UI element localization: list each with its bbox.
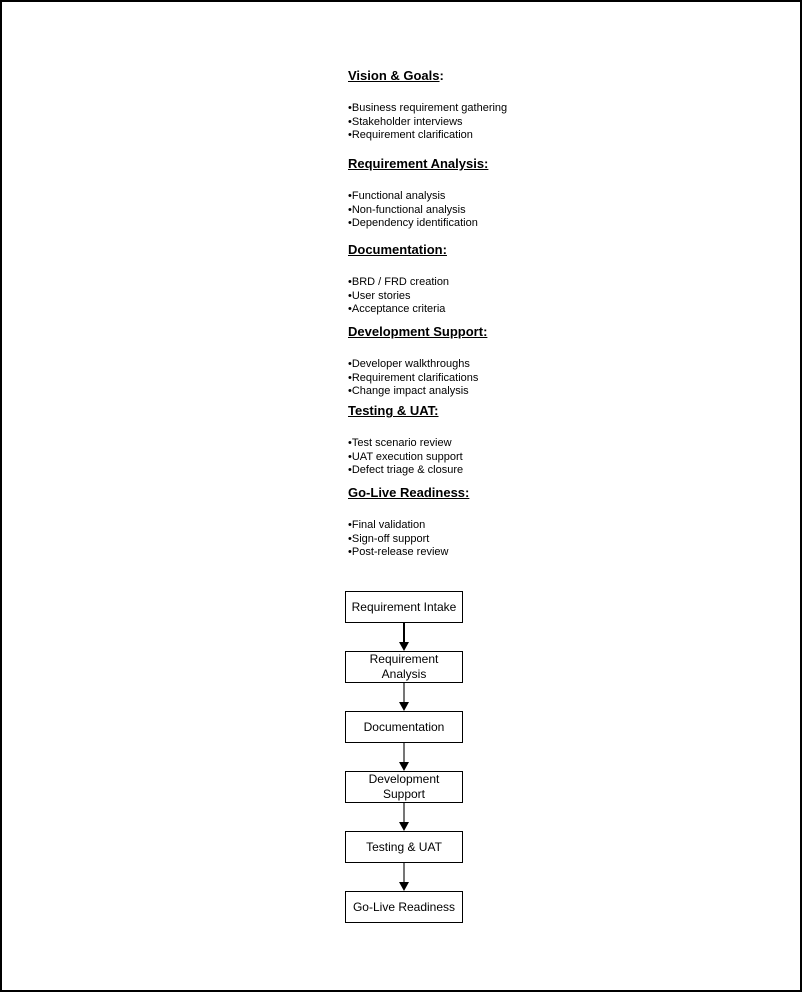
section-requirement-analysis: Requirement Analysis: Functional analysi…: [348, 156, 588, 231]
section-documentation: Documentation: BRD / FRD creation User s…: [348, 242, 588, 317]
process-flowchart: Requirement Intake Requirement Analysis …: [345, 591, 463, 923]
section-testing-uat: Testing & UAT: Test scenario review UAT …: [348, 403, 588, 478]
section-heading-text: Testing & UAT:: [348, 403, 439, 418]
bullet-list: Test scenario review UAT execution suppo…: [348, 437, 588, 478]
bullet-item: Dependency identification: [348, 217, 588, 231]
flow-node-label: Documentation: [363, 719, 445, 734]
flow-arrow: [345, 803, 463, 831]
section-heading: Development Support:: [348, 324, 588, 340]
flow-node-testing-uat: Testing & UAT: [345, 831, 463, 863]
flow-node-label: Testing & UAT: [366, 839, 442, 854]
arrow-head-icon: [399, 762, 409, 771]
section-heading: Documentation:: [348, 242, 588, 258]
bullet-item: Sign-off support: [348, 533, 588, 547]
arrow-line: [403, 623, 405, 642]
bullet-item: Functional analysis: [348, 190, 588, 204]
flow-node-label: Analysis: [381, 667, 427, 681]
arrow-head-icon: [399, 642, 409, 651]
section-heading-text: Go-Live Readiness:: [348, 485, 470, 500]
arrow-head-icon: [399, 702, 409, 711]
bullet-item: UAT execution support: [348, 451, 588, 465]
bullet-item: User stories: [348, 290, 588, 304]
section-heading: Testing & UAT:: [348, 403, 588, 419]
section-go-live-readiness: Go-Live Readiness: Final validation Sign…: [348, 485, 588, 560]
arrow-head-icon: [399, 822, 409, 831]
bullet-item: Test scenario review: [348, 437, 588, 451]
bullet-item: Final validation: [348, 519, 588, 533]
bullet-item: Stakeholder interviews: [348, 116, 588, 130]
bullet-item: Business requirement gathering: [348, 102, 588, 116]
bullet-item: BRD / FRD creation: [348, 276, 588, 290]
flow-arrow: [345, 743, 463, 771]
flow-arrow: [345, 623, 463, 651]
flow-node-requirement-analysis: Requirement Analysis: [345, 651, 463, 683]
section-heading: Vision & Goals:: [348, 68, 588, 84]
bullet-item: Requirement clarification: [348, 129, 588, 143]
bullet-item: Change impact analysis: [348, 385, 588, 399]
section-heading-text: Vision & Goals: [348, 68, 440, 83]
bullet-item: Non-functional analysis: [348, 204, 588, 218]
bullet-item: Developer walkthroughs: [348, 358, 588, 372]
bullet-item: Requirement clarifications: [348, 372, 588, 386]
flow-arrow: [345, 683, 463, 711]
section-heading: Requirement Analysis:: [348, 156, 588, 172]
flow-node-label: Go-Live Readiness: [352, 899, 456, 914]
flow-node-label: Support: [382, 787, 426, 801]
flow-node-label: Requirement Intake: [351, 599, 457, 614]
flow-node-requirement-intake: Requirement Intake: [345, 591, 463, 623]
arrow-head-icon: [399, 882, 409, 891]
section-heading: Go-Live Readiness:: [348, 485, 588, 501]
section-heading-text: Documentation:: [348, 242, 447, 257]
flow-node-label: Development: [368, 772, 440, 786]
arrow-line: [403, 803, 405, 822]
bullet-list: Developer walkthroughs Requirement clari…: [348, 358, 588, 399]
section-heading-text: Requirement Analysis:: [348, 156, 489, 171]
bullet-list: Final validation Sign-off support Post-r…: [348, 519, 588, 560]
bullet-list: BRD / FRD creation User stories Acceptan…: [348, 276, 588, 317]
section-heading-text: Development Support:: [348, 324, 488, 339]
section-vision-goals: Vision & Goals: Business requirement gat…: [348, 68, 588, 143]
flow-arrow: [345, 863, 463, 891]
bullet-item: Post-release review: [348, 546, 588, 560]
flow-node-go-live-readiness: Go-Live Readiness: [345, 891, 463, 923]
flow-node-documentation: Documentation: [345, 711, 463, 743]
bullet-item: Defect triage & closure: [348, 464, 588, 478]
section-heading-colon: :: [439, 68, 444, 83]
flow-node-label: Requirement: [369, 652, 439, 666]
section-development-support: Development Support: Developer walkthrou…: [348, 324, 588, 399]
arrow-line: [403, 863, 405, 882]
arrow-line: [403, 683, 405, 702]
flow-node-development-support: Development Support: [345, 771, 463, 803]
bullet-list: Functional analysis Non-functional analy…: [348, 190, 588, 231]
bullet-item: Acceptance criteria: [348, 303, 588, 317]
bullet-list: Business requirement gathering Stakehold…: [348, 102, 588, 143]
arrow-line: [403, 743, 405, 762]
